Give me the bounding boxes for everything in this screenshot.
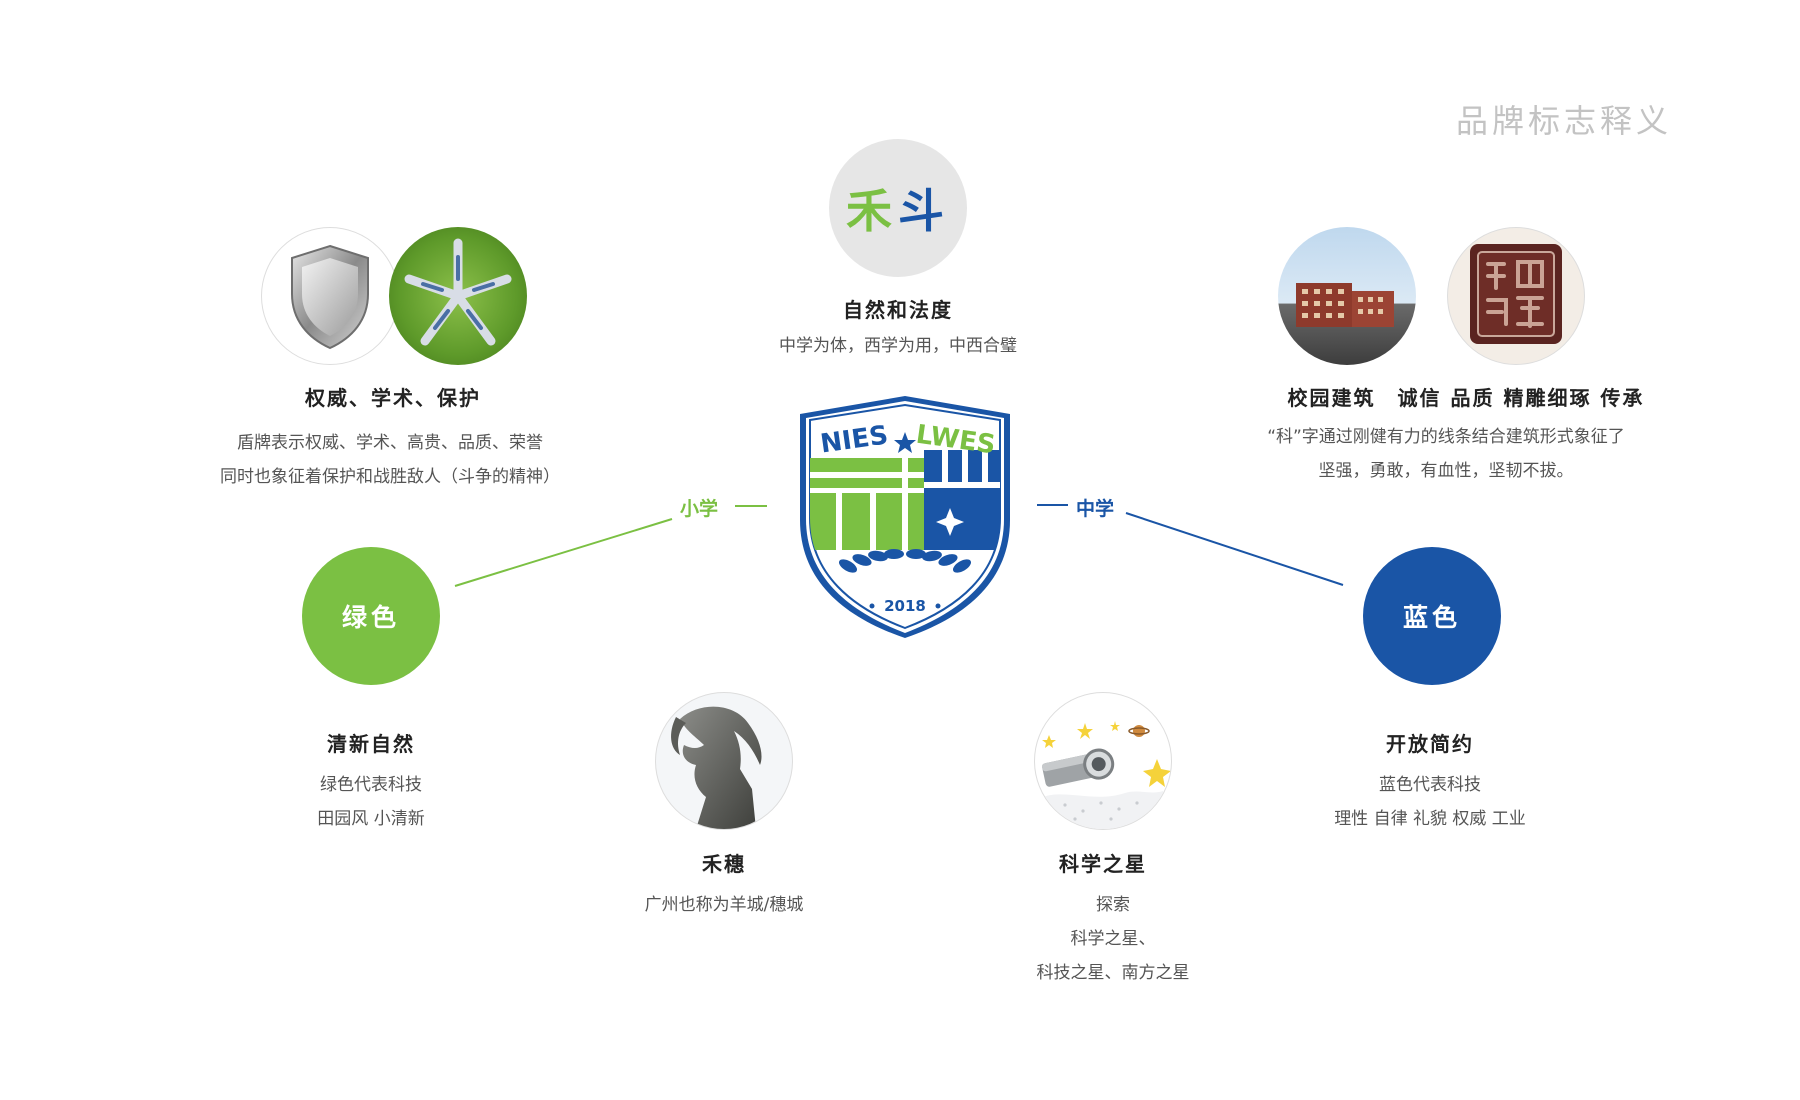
middle-school-label: 中学 [1076, 498, 1115, 520]
green-color-circle: 绿色 [302, 547, 440, 685]
green-block-description-line-2: 田园风 小清新 [317, 809, 425, 829]
dou-character: 斗 [898, 184, 950, 238]
star-block-description-line-1: 探索 [1096, 895, 1130, 915]
star-block-description: 探索 科学之星、 科技之星、南方之星 [973, 888, 1253, 990]
green-color-label: 绿色 [341, 603, 400, 632]
shield-icon [291, 244, 369, 350]
green-block-description: 绿色代表科技 田园风 小清新 [271, 768, 471, 836]
top-right-description-line-2: 坚强，勇敢，有血性，坚韧不拔。 [1318, 461, 1574, 481]
he-character: 禾 [846, 184, 898, 238]
hesui-description-line-1: 广州也称为羊城/穗城 [644, 895, 804, 915]
campus-building-photo [1278, 227, 1416, 365]
star-block-heading: 科学之星 [1059, 852, 1147, 876]
hedou-circle: 禾 斗 [829, 139, 967, 277]
top-left-description: 盾牌表示权威、学术、高贵、品质、荣誉 同时也象征着保护和战胜敌人（斗争的精神） [170, 426, 610, 494]
people-star-icon [404, 238, 512, 346]
star-block-description-line-2: 科学之星、 [1070, 929, 1156, 949]
seal-icon [1470, 244, 1562, 344]
top-left-description-line-2: 同时也象征着保护和战胜敌人（斗争的精神） [220, 467, 560, 487]
telescope-stars-photo [1034, 692, 1172, 830]
center-description: 中学为体，西学为用，中西合璧 [718, 329, 1078, 363]
star-icon [936, 508, 964, 536]
primary-school-label: 小学 [680, 498, 719, 520]
people-circle-photo [389, 227, 527, 365]
blue-color-label: 蓝色 [1402, 603, 1461, 632]
top-left-description-line-1: 盾牌表示权威、学术、高贵、品质、荣誉 [237, 433, 543, 453]
goat-statue-photo [655, 692, 793, 830]
telescope-stars-icon [1041, 721, 1171, 829]
blue-block-heading: 开放简约 [1386, 732, 1474, 756]
goat-statue-icon [671, 706, 762, 829]
green-block-heading: 清新自然 [327, 732, 415, 756]
center-heading: 自然和法度 [843, 298, 953, 322]
top-right-heading: 校园建筑 诚信 品质 精雕细琢 传承 [1287, 386, 1645, 410]
top-right-description-line-1: “科”字通过刚健有力的线条结合建筑形式象征了 [1267, 427, 1625, 447]
page-title: 品牌标志释义 [1456, 102, 1673, 140]
school-shield-logo: NIES LWES 2018 [800, 396, 1010, 638]
blue-block-description-line-1: 蓝色代表科技 [1379, 775, 1481, 795]
building-icon [1296, 283, 1394, 327]
blue-block-description: 蓝色代表科技 理性 自律 礼貌 权威 工业 [1290, 768, 1570, 836]
hesui-heading: 禾穗 [702, 852, 746, 876]
logo-year-text: 2018 [884, 597, 926, 615]
logo-center-star-icon [894, 432, 916, 453]
primary-connector-line [454, 518, 673, 587]
center-description-line: 中学为体，西学为用，中西合璧 [779, 336, 1017, 356]
laurel-wreath-icon [838, 549, 972, 573]
blue-color-circle: 蓝色 [1363, 547, 1501, 685]
hesui-description: 广州也称为羊城/穗城 [594, 888, 854, 922]
top-left-heading: 权威、学术、保护 [305, 386, 481, 410]
hedou-characters: 禾 斗 [829, 139, 967, 277]
middle-connector-line [1125, 512, 1344, 586]
green-block-description-line-1: 绿色代表科技 [320, 775, 422, 795]
blue-block-description-line-2: 理性 自律 礼貌 权威 工业 [1334, 809, 1526, 829]
seal-stamp-photo [1447, 227, 1585, 365]
top-right-description: “科”字通过刚健有力的线条结合建筑形式象征了 坚强，勇敢，有血性，坚韧不拔。 [1216, 420, 1676, 488]
star-block-description-line-3: 科技之星、南方之星 [1036, 963, 1190, 983]
shield-icon-circle [261, 227, 399, 365]
